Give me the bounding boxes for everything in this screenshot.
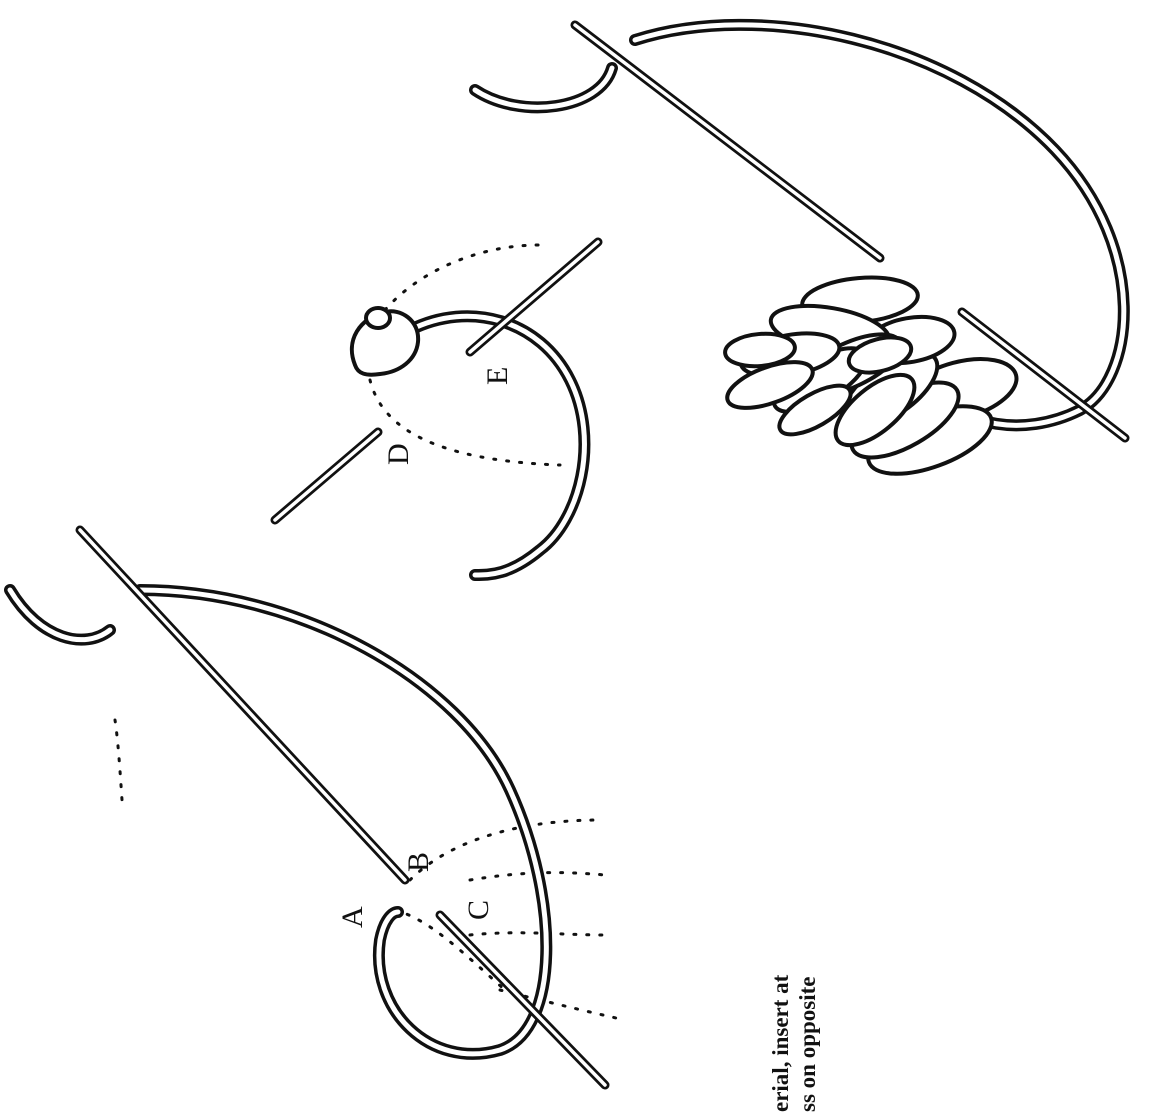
step-2-knot [366, 308, 390, 328]
step-1-illustration: A B C [10, 530, 625, 1085]
label-c: C [462, 900, 495, 920]
step-2-illustration: D E [275, 242, 598, 575]
label-e: E [481, 367, 514, 385]
label-b: B [402, 852, 435, 872]
caption: erial, insert at ss on opposite [768, 974, 820, 1112]
label-d: D [382, 443, 415, 465]
step-2-dotted-guide [385, 245, 540, 310]
label-a: A [336, 906, 369, 928]
stitch-cluster [722, 273, 1024, 488]
step-1-dotted-guide [410, 820, 600, 880]
step-1-dotted-guide [470, 933, 605, 935]
step-2-thread [410, 316, 584, 575]
step-1-dotted-guide [115, 720, 122, 800]
caption-line-2: ss on opposite [795, 977, 820, 1112]
caption-line-1: erial, insert at [768, 974, 793, 1112]
step-3-illustration [475, 25, 1125, 488]
